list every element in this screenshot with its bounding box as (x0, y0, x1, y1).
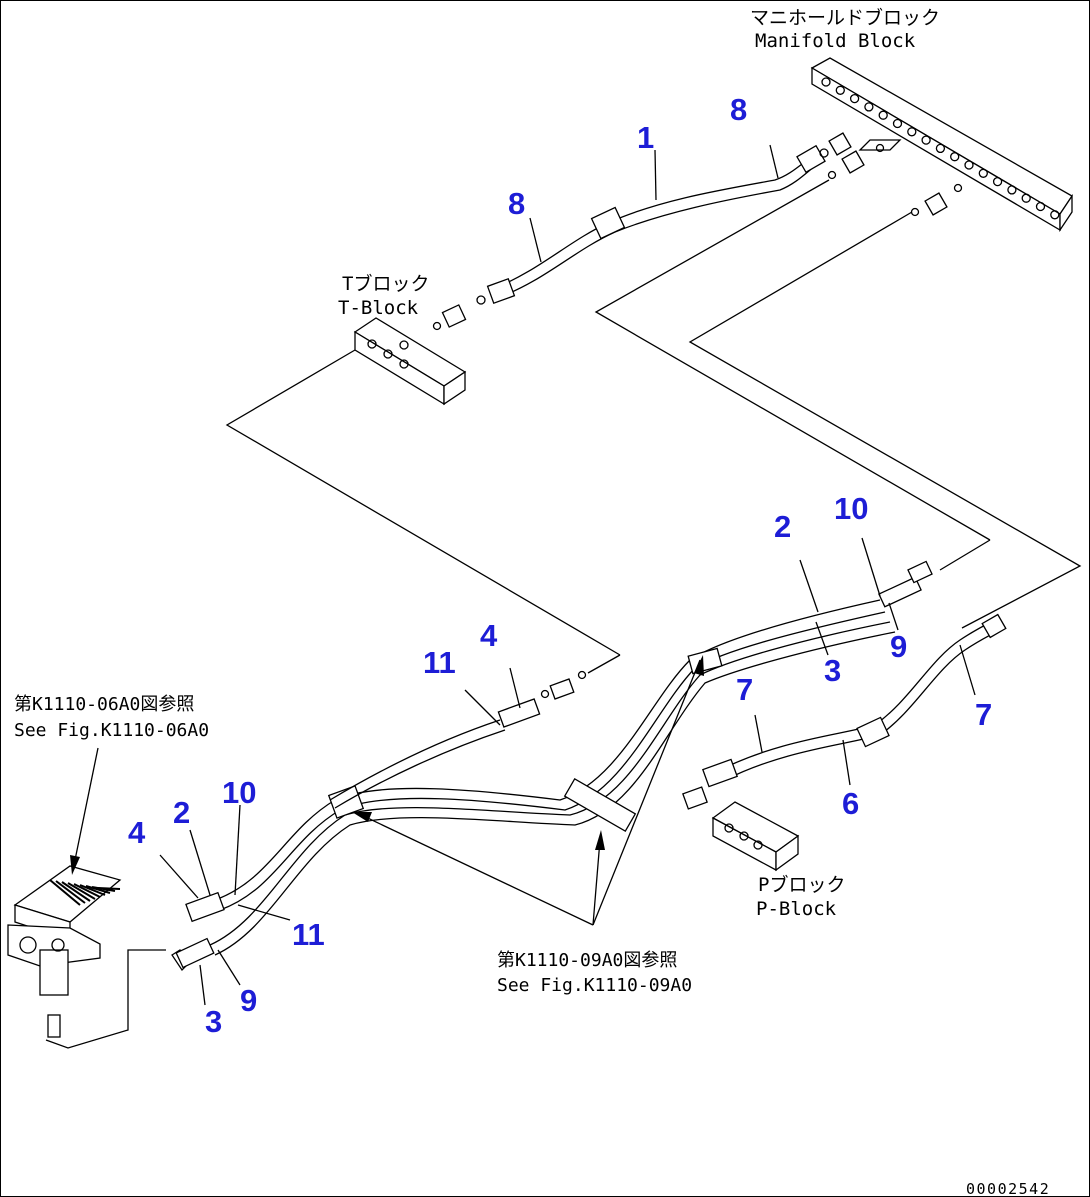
pblock-label-jp: Pブロック (758, 873, 845, 896)
pedal-tread (55, 880, 86, 904)
callout-8-lower: 8 (508, 186, 525, 221)
hoses-2-3 (171, 560, 933, 972)
t-block-fitting (432, 304, 467, 331)
manifold-fittings (827, 132, 963, 217)
manifold-port (1007, 185, 1017, 195)
ref-06-label-en: See Fig.K1110-06A0 (14, 720, 209, 741)
callout-10-left: 10 (222, 775, 256, 810)
ref-09-label-en: See Fig.K1110-09A0 (497, 975, 692, 996)
callout-numbers: 1 8 8 2 10 3 9 4 11 7 7 6 4 2 10 11 9 3 (128, 92, 992, 1039)
manifold-port (821, 77, 831, 87)
hose-6 (682, 613, 1007, 810)
pedal-tread (73, 883, 101, 898)
manifold-port (907, 127, 917, 137)
p-block (711, 801, 800, 872)
tblock-label-jp: Tブロック (342, 272, 429, 295)
manifold-block (810, 57, 1073, 233)
manifold-port (921, 135, 931, 145)
callout-9-left: 9 (240, 983, 257, 1018)
manifold-port (978, 168, 988, 178)
callout-1: 1 (637, 120, 654, 155)
callout-10-right: 10 (834, 491, 868, 526)
manifold-port (878, 110, 888, 120)
pedal-tread (97, 887, 121, 890)
pedal-tread (49, 879, 81, 906)
callout-11-left: 11 (292, 917, 325, 952)
t-block (353, 317, 467, 406)
pedal-tread (61, 881, 91, 902)
manifold-port (935, 143, 946, 154)
brake-pedal (7, 865, 122, 1038)
ref-09-label-jp: 第K1110-09A0図参照 (497, 950, 677, 971)
callout-4-left: 4 (128, 815, 146, 850)
callout-7-left: 7 (736, 672, 753, 707)
tblock-label-en: T-Block (338, 297, 419, 319)
text-labels: マニホールドブロック Manifold Block Tブロック T-Block … (14, 6, 1050, 1197)
callout-9-right: 9 (890, 629, 907, 664)
pblock-label-en: P-Block (756, 898, 837, 920)
manifold-port (964, 160, 974, 170)
manifold-port (1035, 201, 1046, 212)
manifold-port (892, 118, 903, 129)
callout-7-right: 7 (975, 697, 992, 732)
manifold-port (835, 85, 845, 95)
manifold-port (1021, 193, 1031, 203)
pedal-tread (79, 884, 106, 896)
callout-2-right: 2 (774, 509, 791, 544)
hose-1 (476, 144, 829, 305)
hose-4 (329, 670, 587, 809)
manifold-label-en: Manifold Block (755, 30, 916, 52)
ref-06-label-jp: 第K1110-06A0図参照 (14, 694, 194, 715)
callout-4-mid: 4 (480, 618, 498, 653)
manifold-port (1050, 210, 1060, 220)
callout-8-upper: 8 (730, 92, 747, 127)
manifold-port (864, 102, 874, 112)
manifold-port (992, 176, 1003, 187)
callout-3-right: 3 (824, 653, 841, 688)
pedal-tread (85, 885, 111, 894)
manifold-port (849, 93, 860, 104)
manifold-label-jp: マニホールドブロック (750, 6, 940, 29)
drawing-number: 00002542 (966, 1180, 1050, 1197)
callout-3-left: 3 (205, 1004, 222, 1039)
callout-11-mid: 11 (423, 645, 456, 680)
leader-lines (70, 144, 976, 1006)
callout-2-left: 2 (173, 795, 190, 830)
pedal-tread (67, 882, 96, 900)
routing-lines (45, 179, 1082, 1049)
callout-6: 6 (842, 786, 859, 821)
manifold-port (950, 152, 960, 162)
